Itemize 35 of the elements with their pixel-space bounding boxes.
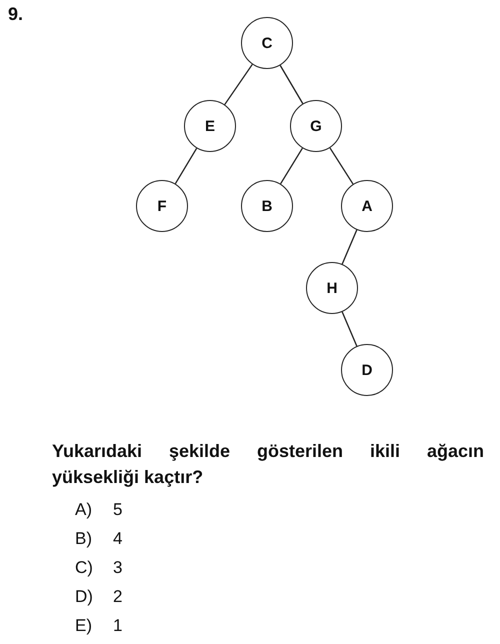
option-value: 1 <box>113 616 122 636</box>
node-letter: A <box>362 198 372 214</box>
option-value: 5 <box>113 500 122 520</box>
question-number: 9. <box>8 4 24 25</box>
node-letter: E <box>204 118 215 134</box>
tree-edge <box>174 148 198 184</box>
option-letter: D) <box>75 587 93 607</box>
tree-node-circle <box>241 17 293 69</box>
tree-edge <box>329 148 354 184</box>
option-letter: B) <box>75 529 92 549</box>
tree-node-circle <box>341 180 393 232</box>
tree-node-circle <box>306 262 358 314</box>
tree-node-circle <box>341 344 393 396</box>
tree-edge <box>342 312 358 346</box>
option-letter: E) <box>75 616 92 636</box>
node-letter: G <box>310 118 322 134</box>
node-letter: C <box>262 34 272 52</box>
node-letter: B <box>262 198 272 214</box>
node-letter: D <box>362 362 372 378</box>
tree-node-circle <box>136 180 188 232</box>
tree-node-circle <box>241 180 293 232</box>
tree-edge <box>280 148 303 184</box>
node-letter: F <box>157 198 167 214</box>
option-value: 3 <box>113 558 122 578</box>
option-letter: C) <box>75 558 93 578</box>
node-letter: H <box>326 280 338 296</box>
tree-node-circle <box>184 100 236 152</box>
option-value: 4 <box>113 529 122 549</box>
option-letter: A) <box>75 500 92 520</box>
tree-edge <box>224 64 253 105</box>
tree-node-circle <box>290 100 342 152</box>
tree-edge <box>280 65 304 104</box>
option-value: 2 <box>113 587 122 607</box>
tree-edge <box>342 230 358 264</box>
question-text: Yukarıdaki şekilde gösterilen ikili ağacın yüksekliği kaçtır? <box>52 440 484 489</box>
